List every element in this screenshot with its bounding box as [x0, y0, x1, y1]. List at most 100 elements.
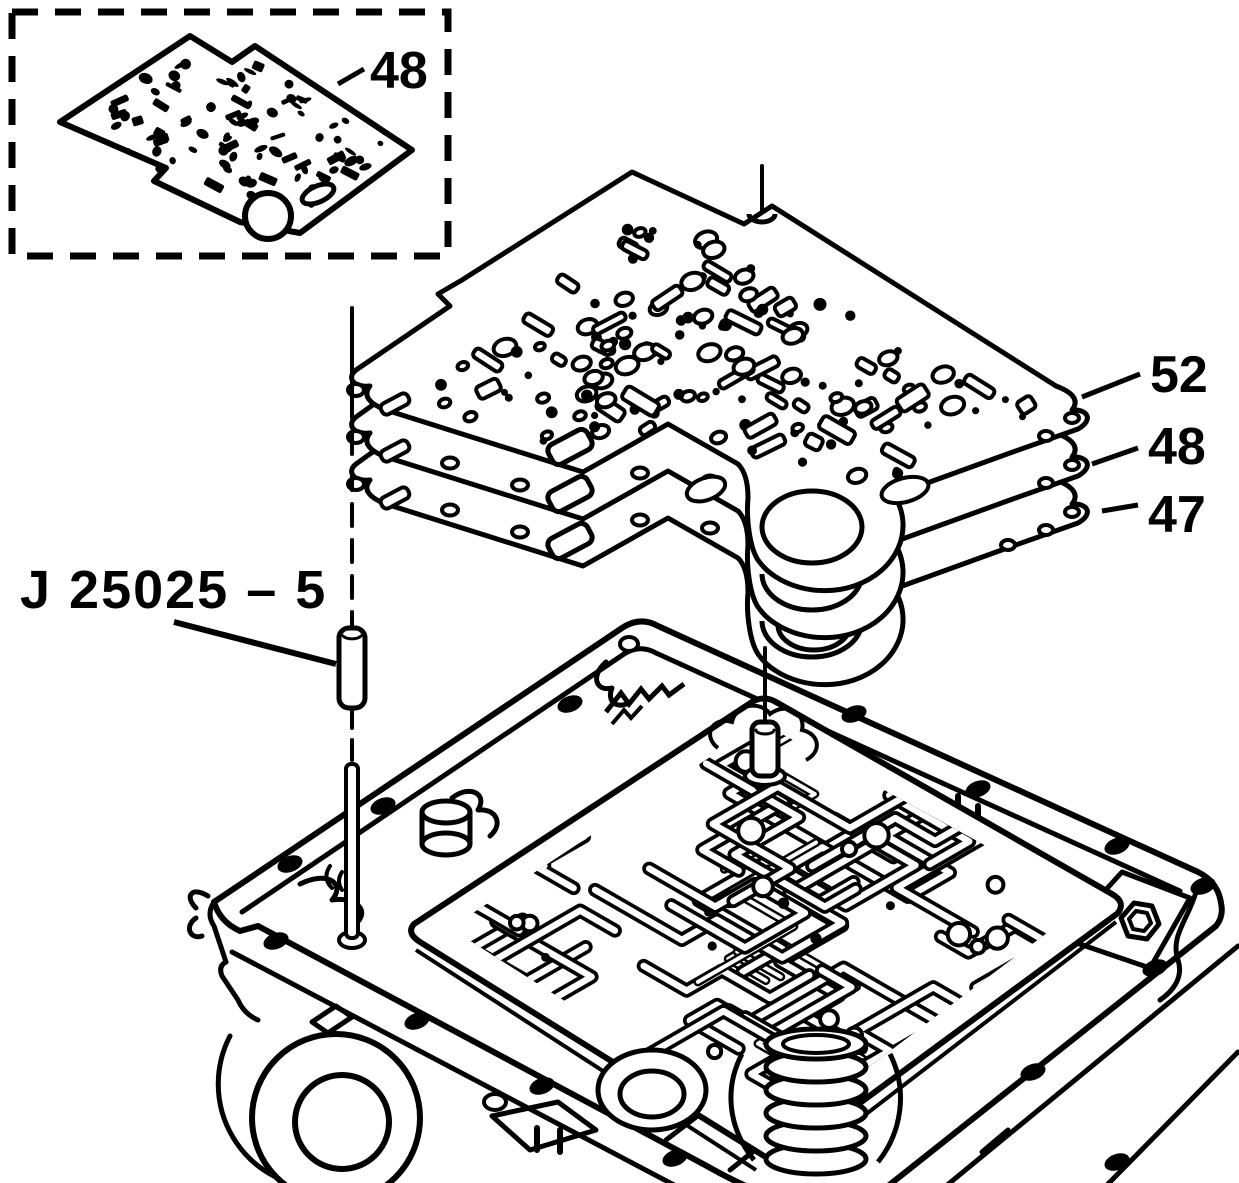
inset-view — [8, 8, 452, 260]
inset-hole — [131, 115, 144, 127]
inset-hole — [196, 128, 209, 139]
gasket-48-corner-slot — [378, 438, 412, 464]
plate-slot — [742, 411, 779, 440]
case-casting-contour-1 — [297, 875, 365, 928]
inset-hole — [270, 132, 286, 141]
body-dot — [704, 909, 712, 917]
gasket-47-bolt-holes — [346, 476, 1081, 552]
plate-hole — [462, 410, 479, 424]
body-boss-hole — [985, 874, 1006, 895]
gasket-hole — [510, 477, 530, 493]
plate-slot — [764, 391, 789, 411]
bolt-hole — [404, 1012, 430, 1030]
plate-hole — [838, 416, 849, 427]
inset-hole — [245, 100, 253, 110]
plate-hole — [628, 311, 637, 320]
hex-bolt-head — [1118, 900, 1162, 942]
body-boss-hole — [984, 925, 1010, 951]
leader-line-47 — [1101, 502, 1139, 514]
body-boss-hole — [818, 1008, 840, 1030]
inset-hole — [229, 151, 238, 162]
plate-slot — [1015, 394, 1038, 416]
inset-hole — [228, 118, 239, 126]
inset-hole — [123, 148, 131, 154]
plate-hole — [877, 349, 900, 368]
bolt-hole — [263, 932, 289, 950]
bell-outer-arc — [215, 1033, 301, 1183]
inset-hole — [152, 98, 170, 113]
bolt-hole — [1190, 877, 1216, 895]
plate-hole — [854, 379, 863, 388]
gasket-48-opening-arc — [759, 573, 865, 613]
inset-hole — [281, 152, 298, 164]
plate-slot — [549, 351, 568, 368]
inset-hole — [206, 102, 216, 113]
callout-52: 52 — [1150, 346, 1208, 404]
bolt-hole — [529, 1077, 555, 1095]
leader-line-48 — [1091, 445, 1139, 467]
plate-hole — [501, 388, 508, 396]
inset-hole — [315, 133, 324, 142]
case-far-rim-outer — [211, 618, 1224, 906]
gasket-hole — [1063, 458, 1081, 472]
inset-hole — [251, 60, 265, 73]
inset-hole — [108, 104, 119, 114]
inset-hole — [110, 121, 122, 130]
inset-plate-lobe — [242, 190, 294, 242]
pin-entry-marks — [324, 864, 344, 892]
plate-step-slot — [545, 426, 595, 468]
passage-core — [709, 769, 950, 905]
callouts: 48 52 48 47 J 25025 – 5 — [20, 42, 1208, 667]
plate-hole — [570, 354, 593, 373]
guide-pin-sleeve-mouth — [754, 728, 776, 736]
bolt-hole — [1104, 1153, 1130, 1171]
inset-hole — [256, 152, 263, 161]
gasket-hole — [1063, 505, 1081, 519]
plate-slot — [705, 275, 732, 297]
pin-boss-scallop — [708, 703, 819, 762]
inset-plate-oval — [299, 181, 337, 207]
inset-hole — [344, 147, 357, 156]
body-dot — [885, 901, 895, 911]
plate-slot — [802, 431, 825, 453]
inset-hole — [344, 155, 359, 167]
inset-hole — [254, 144, 268, 153]
plate-hole — [613, 290, 635, 308]
inset-hole — [168, 70, 181, 82]
inset-hole — [180, 119, 192, 128]
plate-hole — [894, 347, 902, 355]
gasket-hole — [700, 520, 720, 536]
plate-hole — [436, 396, 453, 410]
body-dot — [541, 952, 550, 962]
inset-hole — [155, 165, 165, 174]
plate-hole — [613, 354, 641, 377]
plate-hole — [852, 399, 874, 416]
inset-hole — [297, 110, 305, 117]
body-boss-hole — [736, 815, 766, 846]
case-tick-marks-left — [534, 1125, 563, 1155]
guide-pin-right-lower — [743, 646, 787, 787]
plate-hole — [1037, 429, 1055, 443]
body-boss-hole — [969, 937, 987, 956]
plate-slot — [791, 397, 811, 415]
plate-slot — [521, 311, 556, 338]
case-far-rim-inner — [239, 646, 1183, 915]
inset-hole — [291, 101, 302, 110]
plate-slot — [637, 419, 658, 438]
body-dot — [777, 897, 790, 909]
body-boss-hole — [751, 874, 775, 899]
leader-line-tool — [173, 619, 337, 667]
inset-hole — [284, 79, 294, 89]
plate-hole — [619, 338, 632, 351]
plate-hole — [539, 437, 548, 445]
plate-hole — [675, 315, 687, 326]
body-boss-hole — [862, 821, 891, 850]
inset-hole — [203, 177, 225, 193]
plate-hole — [1063, 411, 1081, 425]
plate-slot — [746, 285, 780, 314]
plate-slot — [772, 295, 798, 319]
boss-cylinder-base — [419, 830, 473, 858]
body-dot — [810, 932, 822, 945]
bolt-hole — [841, 705, 867, 723]
